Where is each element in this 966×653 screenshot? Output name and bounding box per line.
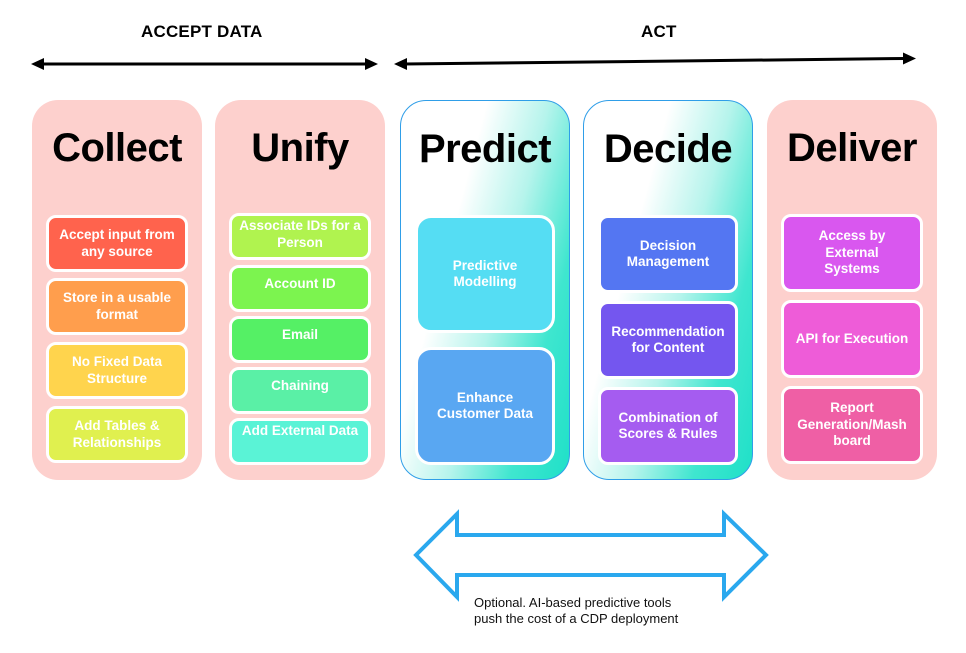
item-decision-management: Decision Management [598, 215, 738, 293]
item-add-external-data: Add External Data [229, 418, 371, 465]
act-label: ACT [641, 22, 677, 41]
panel-decide: Decide Decision Management Recommendatio… [583, 100, 753, 480]
accept-data-label: ACCEPT DATA [141, 22, 263, 41]
optional-note: Optional. AI-based predictive tools push… [474, 595, 794, 627]
phase-arrows [31, 52, 916, 70]
item-combination-scores-rules: Combination of Scores & Rules [598, 387, 738, 465]
item-predictive-modelling: Predictive Modelling [415, 215, 555, 333]
accept-data-double-arrow-icon [31, 58, 378, 70]
item-account-id: Account ID [229, 265, 371, 312]
note-line-2: push the cost of a CDP deployment [474, 611, 679, 626]
item-no-fixed-structure: No Fixed Data Structure [46, 342, 188, 399]
panel-collect: Collect Accept input from any source Sto… [32, 100, 202, 480]
item-accept-input: Accept input from any source [46, 215, 188, 272]
item-recommendation-content: Recommendation for Content [598, 301, 738, 379]
panel-title: Unify [251, 126, 349, 170]
item-access-external-systems: Access by External Systems [781, 214, 923, 292]
item-report-generation: Report Generation/Mash board [781, 386, 923, 464]
item-associate-ids: Associate IDs for a Person [229, 213, 371, 260]
panel-title: Predict [418, 127, 552, 171]
panel-unify: Unify Associate IDs for a Person Account… [215, 100, 385, 480]
item-chaining: Chaining [229, 367, 371, 414]
item-enhance-customer-data: Enhance Customer Data [415, 347, 555, 465]
panel-title: Deliver [787, 126, 917, 170]
note-line-1: Optional. AI-based predictive tools [474, 595, 672, 610]
act-arrow-icon [394, 52, 916, 70]
item-store-format: Store in a usable format [46, 278, 188, 335]
panel-deliver: Deliver Access by External Systems API f… [767, 100, 937, 480]
panel-title: Decide [603, 127, 733, 171]
panel-title: Collect [52, 126, 182, 170]
panel-predict: Predict Predictive Modelling Enhance Cus… [400, 100, 570, 480]
item-email: Email [229, 316, 371, 363]
item-api-execution: API for Execution [781, 300, 923, 378]
item-add-tables: Add Tables & Relationships [46, 406, 188, 463]
